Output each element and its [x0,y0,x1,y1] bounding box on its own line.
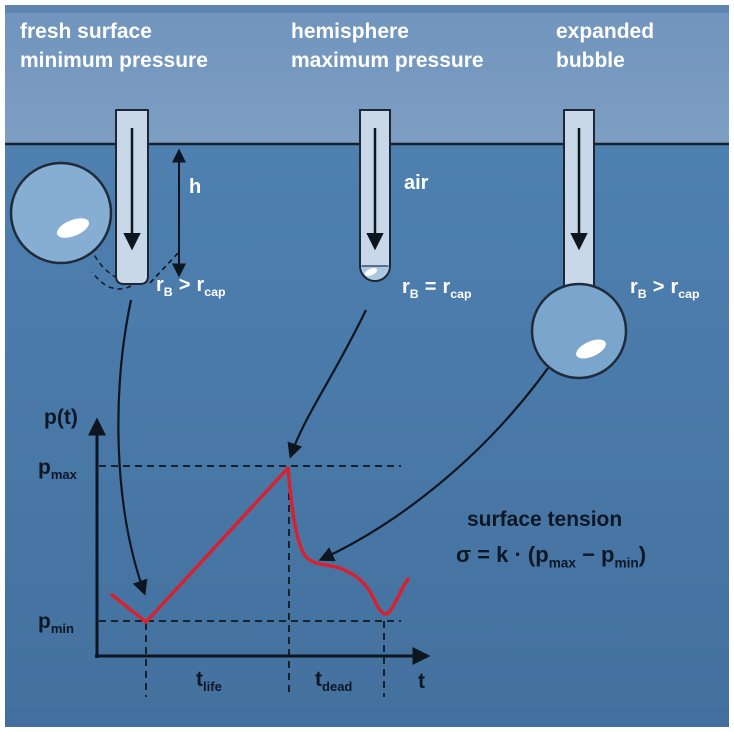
height-label: h [189,176,202,198]
formula-equation: σ = k · (pmax − pmin) [456,540,646,570]
bubble-highlight-1 [56,218,90,238]
radius-label-1: rB>rcap [156,272,226,300]
tlife-label: tlife [196,666,222,695]
x-axis-label: t [418,670,425,693]
pressure-curve [110,466,410,624]
radius-label-3-sub2: cap [678,287,700,301]
detached-bubble-group [9,161,132,290]
radius-label-3-sub: B [637,287,647,301]
radius-label-2-relation: = [424,276,437,298]
capillary-tube-2-group [359,109,391,282]
radius-label-2-sub2: cap [450,287,472,301]
stage2-title-line1: hemisphere [291,20,409,43]
radius-label-1-base2: r [196,274,205,296]
radius-label-1-sub2: cap [204,285,226,299]
tdead-label: tdead [315,666,352,695]
stage1-title: fresh surface minimum pressure [20,18,208,76]
formula-part-3: ) [638,542,647,567]
radius-label-3-base: r [630,276,638,298]
pointer-arrow-stage1-to-pmin [117,299,148,596]
radius-label-2-base: r [402,276,410,298]
tlife-base: t [196,668,203,691]
pointer-arrow-stage2-to-pmax [287,309,367,459]
formula-sub-min: min [614,555,639,571]
formula-sub-max: max [548,555,576,571]
stage1-title-line1: fresh surface [20,20,152,43]
radius-label-3: rB>rcap [630,274,700,302]
pmax-label: pmax [38,454,77,483]
pmin-base: p [38,610,51,633]
tlife-sub: life [203,679,222,695]
stage2-title: hemisphere maximum pressure [291,18,484,76]
tdead-sub: dead [322,679,353,695]
pmax-base: p [38,456,51,479]
air-label: air [404,172,429,194]
radius-label-1-base: r [156,274,164,296]
bottom-border-strip [5,708,729,727]
pointer-arrow-stage3-to-decay [318,367,549,562]
formula-part-2: − p [575,542,615,567]
tdead-base: t [315,668,322,691]
pressure-time-graph [88,417,431,697]
height-dimension-dash [149,251,180,284]
pmin-label: pmin [38,608,74,637]
stage3-title: expanded bubble [556,18,654,76]
radius-label-3-relation: > [652,276,665,298]
radius-label-1-sub: B [163,285,173,299]
radius-label-1-relation: > [178,274,191,296]
detach-neck-dash-1 [92,251,118,279]
detach-neck-dash-2 [91,271,132,290]
expanded-bubble [530,282,628,380]
height-dimension-group [149,148,186,284]
y-axis-label: p(t) [44,406,78,429]
radius-label-2: rB=rcap [402,274,472,302]
stage3-title-line1: expanded [556,20,655,43]
capillary-tube-3-group [530,109,628,380]
pmax-sub: max [50,467,77,483]
stage3-title-line2: bubble [556,48,625,72]
detached-bubble [9,161,113,265]
bubble-highlight-3 [576,339,606,359]
bubble-highlight-2 [364,268,378,276]
stage1-title-line2: minimum pressure [20,48,208,72]
radius-label-2-sub: B [409,287,419,301]
formula-part-1: σ = k · (p [456,542,549,567]
radius-label-3-base2: r [670,276,679,298]
top-border-strip [5,5,729,13]
formula-title: surface tension [467,508,623,531]
capillary-tube-1-group [115,109,149,285]
stage2-title-line2: maximum pressure [291,48,484,72]
pmin-sub: min [50,621,74,637]
radius-label-2-base2: r [442,276,451,298]
